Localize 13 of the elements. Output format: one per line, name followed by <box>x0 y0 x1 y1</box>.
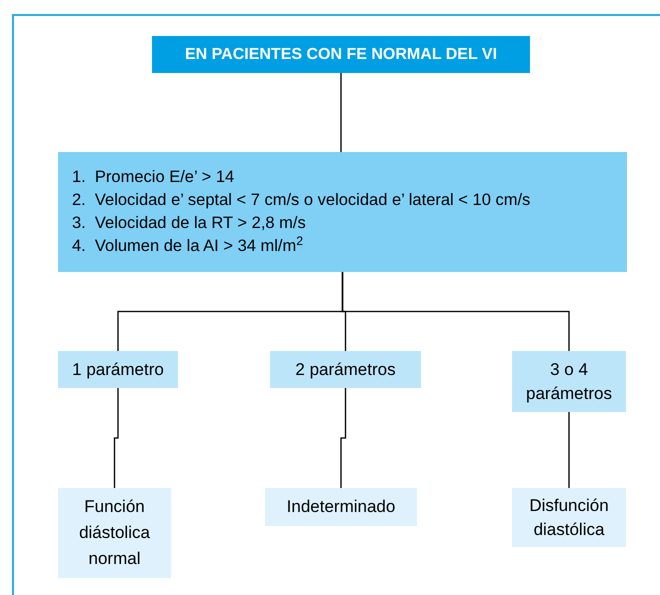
connector-line <box>340 388 346 488</box>
outcome-box: Disfunción diastólica <box>512 488 626 547</box>
title-box: EN PACIENTES CON FE NORMAL DEL VI <box>152 36 530 73</box>
parameter-box: 2 parámetros <box>270 351 421 388</box>
parameter-box: 3 o 4 parámetros <box>512 351 626 412</box>
outcome-box: Función diástolica normal <box>58 488 171 578</box>
connector-line <box>114 388 119 488</box>
criteria-box: 1. Promecio E/e’ > 14 2. Velocidad e’ septal < 7 cm/s o velocidad e’ lateral < 10 cm/s 3. Velocidad de la RT > 2,8 m/s 4. Volumen de la AI > 34 ml/m$^{2}$ <box>58 152 627 272</box>
outcome-box: Indeterminado <box>265 488 417 526</box>
connector-line <box>568 412 570 488</box>
parameter-box: 1 parámetro <box>58 351 178 388</box>
connector-line <box>340 73 342 152</box>
connector-line <box>342 272 570 351</box>
